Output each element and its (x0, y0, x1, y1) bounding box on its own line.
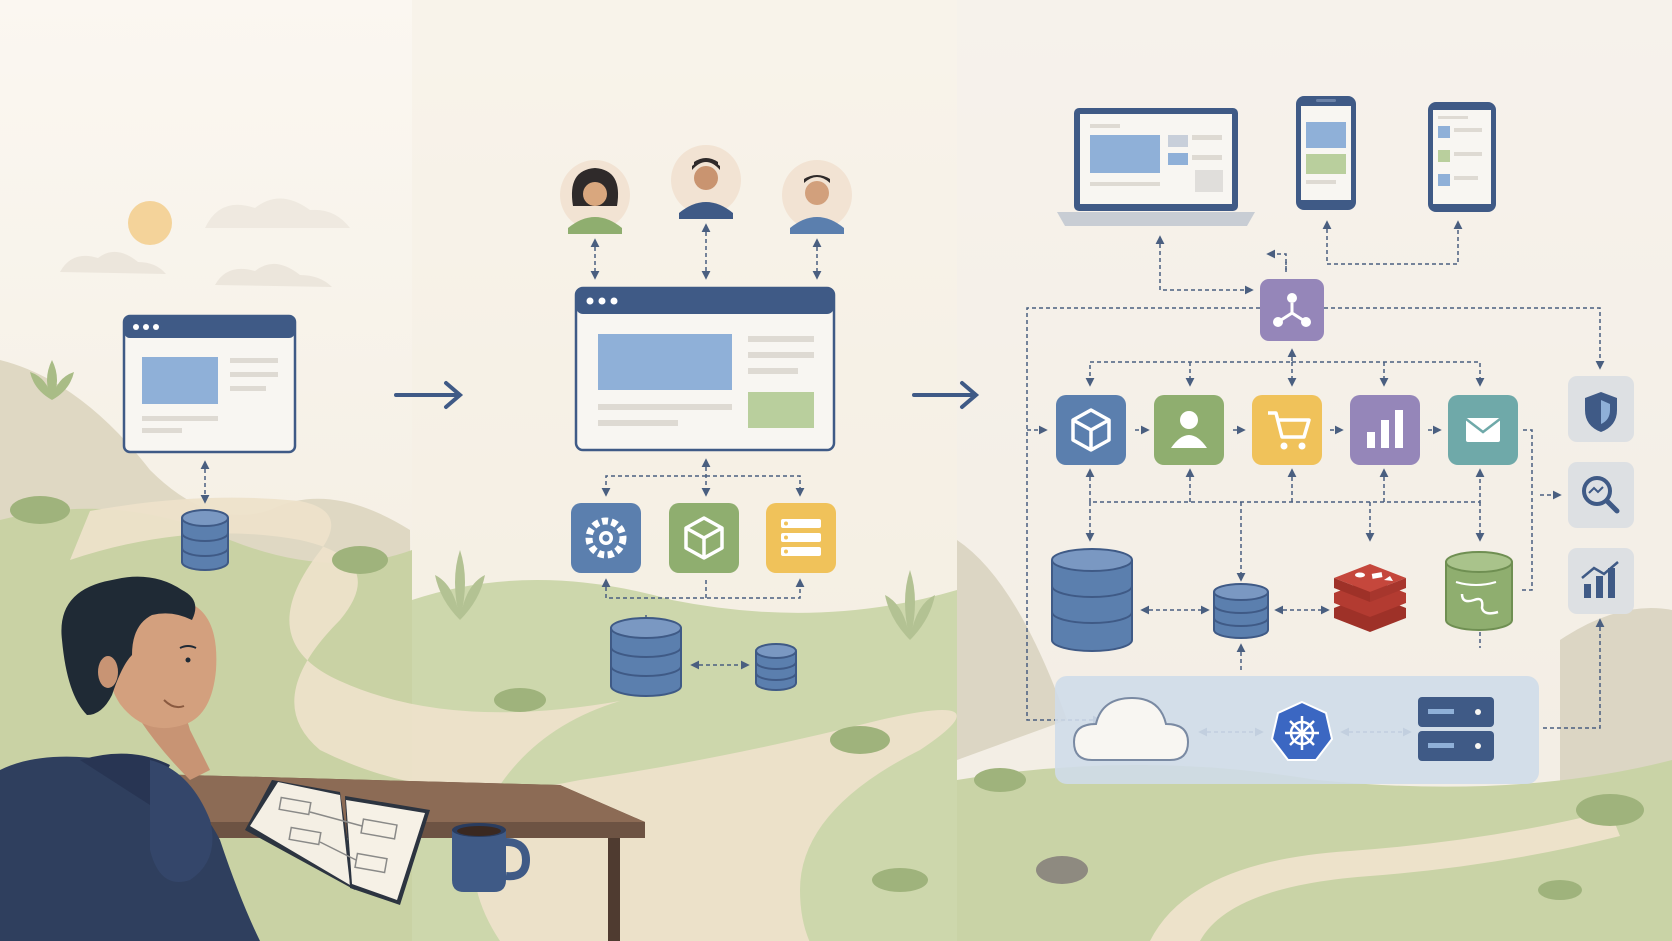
security-shield-icon (1568, 376, 1634, 442)
cloud-left (205, 198, 350, 228)
person-thinking (0, 576, 260, 941)
kubernetes-wheel-icon (1270, 700, 1334, 761)
tablet-client (1428, 102, 1496, 212)
cart-service-icon (1252, 395, 1322, 465)
list-service-icon (766, 503, 836, 573)
arrow-stage1-to-stage2 (394, 381, 464, 409)
email-service-icon (1448, 395, 1518, 465)
user-man-2-avatar (782, 160, 852, 234)
cube-service-icon-2 (1056, 395, 1126, 465)
arrow-stage2-to-stage3 (912, 381, 980, 409)
gear-service-icon (571, 503, 641, 573)
server-rack-icon (1418, 697, 1494, 761)
small-database (1213, 583, 1269, 639)
shrub-left (10, 496, 1644, 900)
stage1-web-app-window (122, 314, 297, 454)
large-database (1051, 548, 1133, 652)
green-storage-icon (1445, 551, 1513, 631)
hill-right (957, 760, 1672, 941)
cloud-left-2 (60, 251, 166, 274)
search-monitor-icon (1568, 462, 1634, 528)
plant-left (30, 360, 74, 400)
user-service-icon (1154, 395, 1224, 465)
sun (128, 201, 172, 245)
analytics-service-icon (1350, 395, 1420, 465)
rock (1036, 856, 1088, 884)
laptop-client (1057, 108, 1255, 226)
cloud-left-3 (215, 263, 332, 287)
user-man-avatar (671, 145, 741, 219)
cube-service-icon (669, 503, 739, 573)
winding-path-right (1150, 811, 1620, 941)
stage2-secondary-database (755, 643, 797, 691)
stage3-client-connectors (1155, 220, 1463, 295)
hill-right-far (957, 540, 1067, 760)
user-woman-avatar (560, 160, 630, 234)
metrics-chart-icon (1568, 548, 1634, 614)
api-gateway-icon (1260, 279, 1324, 341)
winding-path (70, 497, 957, 941)
redis-cache-icon (1334, 564, 1406, 632)
open-notebook (245, 780, 430, 905)
stage1-database (181, 509, 229, 571)
cloud-icon (1072, 696, 1190, 761)
plant-mid (435, 550, 935, 640)
stage2-web-app-window (574, 286, 836, 452)
stage2-user-connectors (590, 223, 822, 280)
stage2-primary-database (610, 617, 682, 697)
phone-client (1296, 96, 1356, 210)
coffee-mug (452, 823, 531, 892)
